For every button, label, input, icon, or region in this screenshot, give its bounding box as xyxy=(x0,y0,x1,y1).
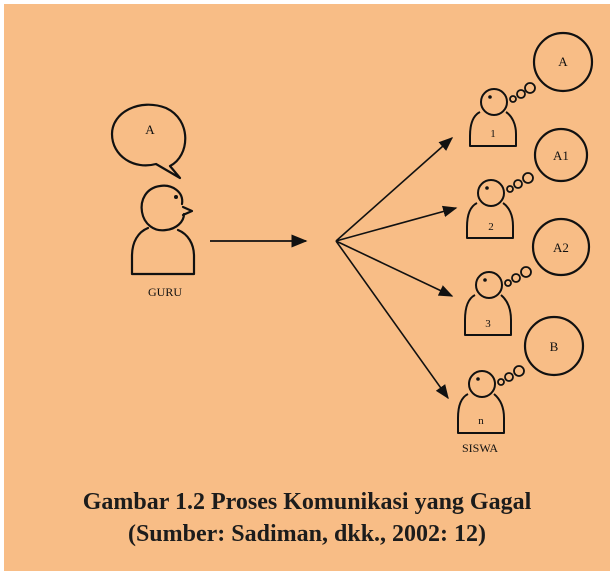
student-2-number: 2 xyxy=(488,221,494,233)
teacher-speech-bubble xyxy=(110,103,187,180)
teacher-speech-text: A xyxy=(145,122,155,137)
student-n-thought-bubble xyxy=(497,315,585,386)
arrow-to-student-1 xyxy=(335,137,454,242)
student-1-thought-text: A xyxy=(558,54,568,69)
student-2-thought-bubble xyxy=(506,127,589,193)
student-1-thought-bubble xyxy=(509,31,594,103)
student-2-thought-text: A1 xyxy=(553,148,569,163)
student-n-figure xyxy=(457,370,505,434)
teacher-label: GURU xyxy=(148,285,182,299)
student-3-figure xyxy=(464,271,512,336)
figure-caption: Gambar 1.2 Proses Komunikasi yang Gagal … xyxy=(4,486,610,550)
student-n-eye xyxy=(476,377,480,381)
student-3-thought-text: A2 xyxy=(553,240,569,255)
student-3-thought-bubble xyxy=(504,217,591,287)
arrow-to-student-3 xyxy=(335,240,454,297)
student-2-eye xyxy=(485,186,489,190)
student-3-number: 3 xyxy=(485,318,491,330)
student-2-figure xyxy=(466,179,514,239)
arrow-to-student-2 xyxy=(335,205,458,242)
arrow-to-student-n xyxy=(335,240,449,400)
student-3-eye xyxy=(483,278,487,282)
teacher-figure xyxy=(130,184,196,276)
caption-title: Gambar 1.2 Proses Komunikasi yang Gagal xyxy=(82,489,532,515)
student-1-eye xyxy=(488,95,492,99)
student-1-number: 1 xyxy=(490,128,496,140)
caption-source: (Sumber: Sadiman, dkk., 2002: 12) xyxy=(127,521,487,547)
students-group-label: SISWA xyxy=(462,441,498,455)
student-n-number: n xyxy=(478,415,484,427)
student-1-figure xyxy=(469,88,517,147)
figure-panel xyxy=(4,4,610,571)
student-n-thought-text: B xyxy=(550,339,559,354)
